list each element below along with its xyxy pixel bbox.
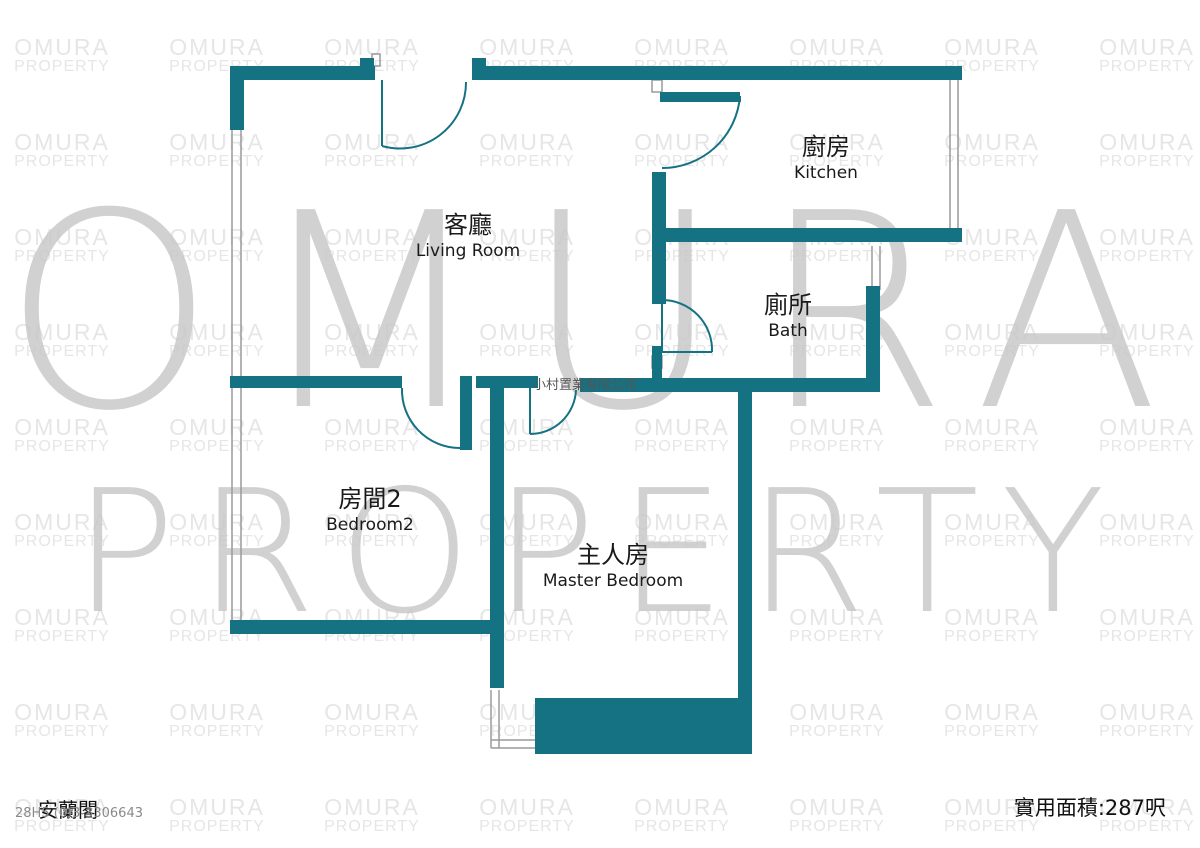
room-label-master: 主人房 Master Bedroom xyxy=(543,540,683,592)
living-zh: 客廳 xyxy=(443,211,492,239)
kitchen-zh: 廚房 xyxy=(802,133,850,161)
master-en: Master Bedroom xyxy=(542,571,684,591)
room-label-kitchen: 廚房 Kitchen xyxy=(794,132,858,184)
bath-en: Bath xyxy=(768,321,808,341)
living-en: Living Room xyxy=(415,241,521,261)
door-swings xyxy=(381,80,741,449)
bedroom2-en: Bedroom2 xyxy=(326,515,414,535)
windows xyxy=(231,53,959,749)
reference-code: 28H5 (0)3-3306643 xyxy=(15,806,143,821)
company-stamp: 小村置業有限公司 xyxy=(533,378,638,393)
room-label-bedroom2: 房間2 Bedroom2 xyxy=(326,484,414,536)
kitchen-en: Kitchen xyxy=(794,163,858,183)
walls xyxy=(230,58,962,754)
room-label-living: 客廳 Living Room xyxy=(416,210,520,262)
room-label-bath: 廁所 Bath xyxy=(764,290,812,342)
building-name: 安蘭閣 xyxy=(38,798,98,822)
master-zh: 主人房 xyxy=(576,541,649,569)
bedroom2-zh: 房間2 xyxy=(338,485,402,513)
saleable-area: 實用面積:287呎 xyxy=(1013,796,1166,820)
bath-zh: 廁所 xyxy=(764,291,812,319)
